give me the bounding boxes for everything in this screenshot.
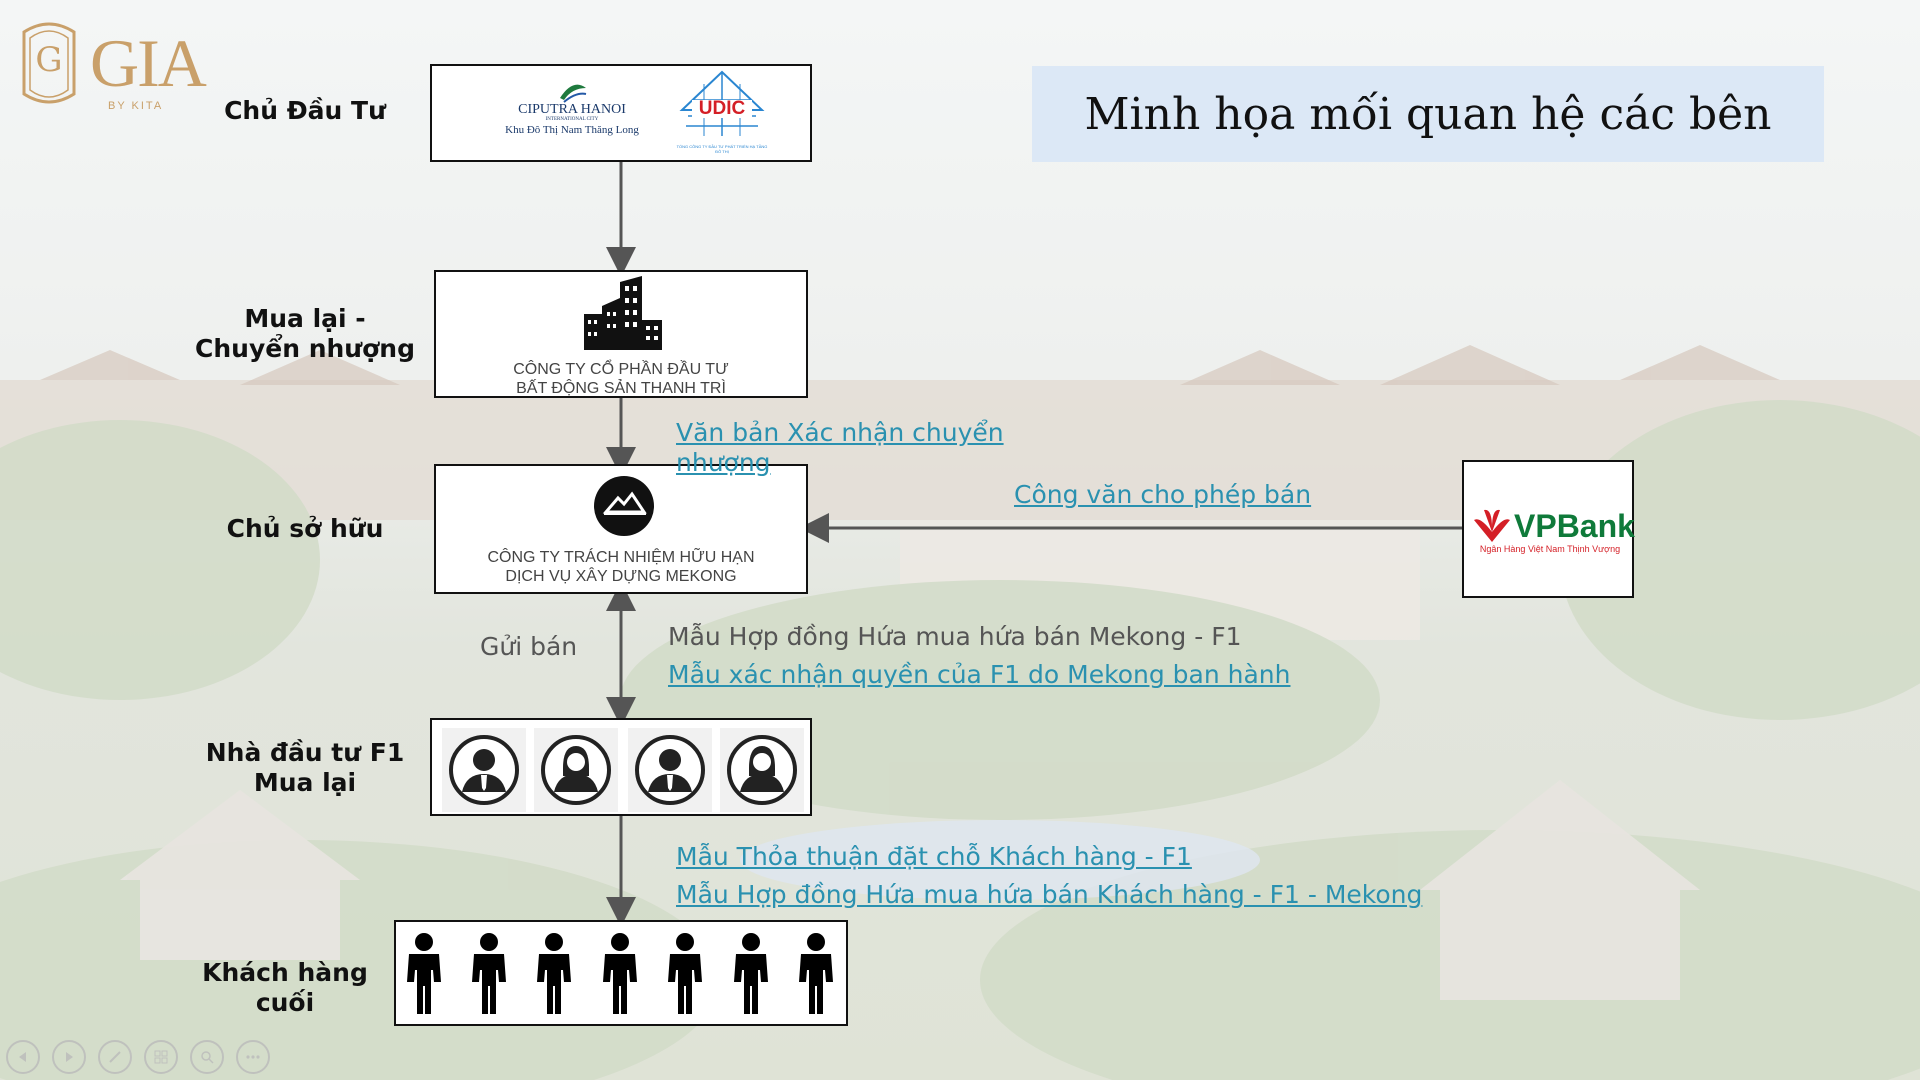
prev-slide-button[interactable] (6, 1040, 40, 1074)
label-investor: Chủ Đầu Tư (224, 96, 386, 125)
pen-icon (109, 1051, 121, 1063)
customer-figures (407, 933, 833, 1014)
f1-avatar-male-1 (442, 728, 526, 812)
end-customers-box (394, 920, 848, 1026)
more-options-button[interactable] (236, 1040, 270, 1074)
arrow-right-icon (66, 1052, 73, 1062)
title-banner: Minh họa mối quan hệ các bên (1032, 66, 1824, 162)
next-slide-button[interactable] (52, 1040, 86, 1074)
label-owner: Chủ sở hữu (226, 514, 384, 543)
man-avatar-icon (449, 735, 519, 805)
thanhtri-box: CÔNG TY CỔ PHẦN ĐẦU TƯ BẤT ĐỘNG SẢN THAN… (434, 270, 808, 398)
pen-tool-button[interactable] (98, 1040, 132, 1074)
person-icon (472, 933, 506, 1014)
label-end-customer: Khách hàng cuối (202, 958, 368, 1017)
woman-avatar-icon (541, 735, 611, 805)
zoom-button[interactable] (190, 1040, 224, 1074)
f1-contract-label: Mẫu Hợp đồng Hứa mua hứa bán Mekong - F1 (668, 622, 1242, 651)
link-reservation[interactable]: Mẫu Thỏa thuận đặt chỗ Khách hàng - F1 (676, 842, 1192, 871)
udic-emblem-icon (679, 70, 765, 136)
link-transfer-confirm[interactable]: Văn bản Xác nhận chuyển nhượng (676, 418, 1004, 477)
link-f1-rights[interactable]: Mẫu xác nhận quyền của F1 do Mekong ban … (668, 660, 1291, 689)
vpbank-name: VPBank (1514, 508, 1635, 544)
investor-box: CIPUTRA HANOI INTERNATIONAL CITY Khu Đô … (430, 64, 812, 162)
brand-sub: BY KITA (108, 100, 164, 112)
person-icon (407, 933, 441, 1014)
vpbank-tagline: Ngân Hàng Việt Nam Thịnh Vượng (1479, 544, 1621, 554)
thanhtri-name: CÔNG TY CỔ PHẦN ĐẦU TƯ BẤT ĐỘNG SẢN THAN… (513, 361, 729, 397)
link-sale-permit[interactable]: Công văn cho phép bán (1014, 480, 1312, 509)
page-title: Minh họa mối quan hệ các bên (1084, 88, 1772, 140)
person-icon (537, 933, 571, 1014)
brand-name: GIA (90, 25, 207, 101)
person-icon (799, 933, 833, 1014)
man-avatar-icon (635, 735, 705, 805)
link-customer-contract[interactable]: Mẫu Hợp đồng Hứa mua hứa bán Khách hàng … (676, 880, 1423, 909)
person-icon (603, 933, 637, 1014)
brand-monogram-icon (22, 22, 76, 104)
magnifier-icon (201, 1051, 214, 1064)
grid-icon (154, 1050, 168, 1064)
ciputra-logo: CIPUTRA HANOI INTERNATIONAL CITY Khu Đô … (482, 82, 662, 142)
label-f1: Nhà đầu tư F1 Mua lại (205, 738, 405, 797)
building-icon (580, 276, 666, 352)
vpbank-flower-icon (1474, 509, 1510, 542)
slides-grid-button[interactable] (144, 1040, 178, 1074)
mekong-box: CÔNG TY TRÁCH NHIỆM HỮU HẠN DỊCH VỤ XÂY … (434, 464, 808, 594)
woman-avatar-icon (727, 735, 797, 805)
consign-label: Gửi bán (480, 632, 578, 661)
brand-monogram: G (35, 40, 63, 80)
person-icon (668, 933, 702, 1014)
mekong-name: CÔNG TY TRÁCH NHIỆM HỮU HẠN DỊCH VỤ XÂY … (487, 549, 755, 585)
person-icon (734, 933, 768, 1014)
f1-avatar-male-2 (628, 728, 712, 812)
f1-avatar-female-1 (534, 728, 618, 812)
mekong-logo-icon (586, 470, 662, 542)
udic-logo: UDIC TỔNG CÔNG TY ĐẦU TƯ PHÁT TRIỂN HẠ T… (674, 70, 770, 156)
f1-investors-box (430, 718, 812, 816)
vpbank-box: VPBank Ngân Hàng Việt Nam Thịnh Vượng (1462, 460, 1635, 598)
ciputra-leaf-icon (560, 84, 587, 103)
arrow-left-icon (19, 1052, 26, 1062)
f1-avatar-female-2 (720, 728, 804, 812)
more-dots-icon (246, 1055, 260, 1059)
brand-logo: G GIA BY KITA (14, 14, 207, 114)
label-transfer: Mua lại - Chuyển nhượng (195, 304, 415, 363)
